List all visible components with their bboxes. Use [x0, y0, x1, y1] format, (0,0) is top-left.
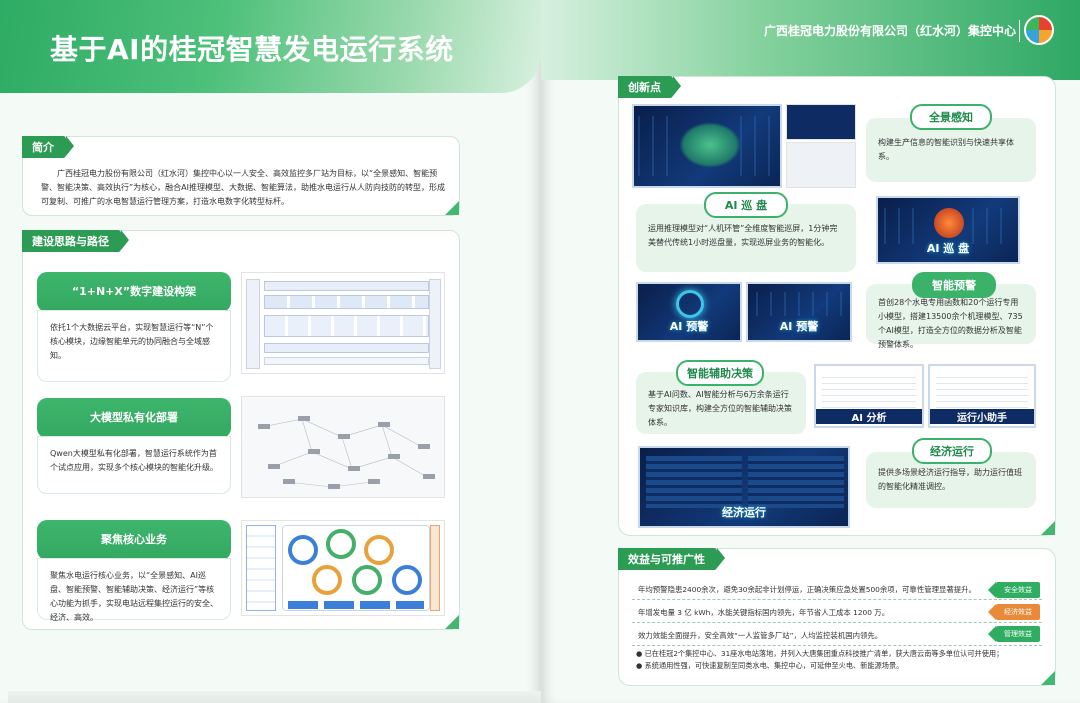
- page-title: 基于AI的桂冠智慧发电运行系统: [50, 33, 454, 66]
- benefit-row: 效力效能全面提升，安全高效“一人监管多厂站”，人均监控装机国内领先。: [632, 626, 1042, 646]
- benefits-heading: 效益与可推广性: [618, 548, 725, 570]
- path-card-title: 大模型私有化部署: [37, 398, 231, 438]
- intro-text: 广西桂冠电力股份有限公司（红水河）集控中心以一人安全、高效监控多厂站为目标，以“…: [41, 169, 445, 206]
- screen-label: AI 预警: [669, 320, 709, 333]
- innovation-desc: 首创28个水电专用函数和20个运行专用小模型，搭建13500余个机理模型、735…: [866, 284, 1036, 349]
- intro-heading: 简介: [22, 136, 74, 158]
- path-card-text: 聚焦水电运行核心业务，以“全景感知、AI巡盘、智能预警、智能辅助决策、经济运行”…: [37, 558, 231, 622]
- header-band: [0, 0, 541, 93]
- innovation-pill: 智能预警: [912, 272, 996, 298]
- benefit-bullets: ● 已在桂冠2个集控中心、31座水电站落地，并列入大唐集团重点科技推广清单，获大…: [636, 648, 1036, 672]
- benefit-tag: 经济效益: [988, 604, 1040, 620]
- path-heading: 建设思路与路径: [22, 230, 129, 252]
- header-band-right: [541, 0, 1080, 80]
- ai-analysis-screen: AI 分析: [814, 364, 924, 428]
- innovation-desc: 提供多场景经济运行指导，助力运行值班的智能化精准调控。: [866, 452, 1036, 508]
- path-card-text: Qwen大模型私有化部署，智慧运行系统作为首个试点应用，实现多个核心模块的智能化…: [37, 436, 231, 494]
- benefits-panel: [618, 548, 1056, 686]
- path-card-title: 聚焦核心业务: [37, 520, 231, 560]
- bullet-item: ● 系统通用性强，可快速复制至同类水电、集控中心，可延伸至火电、新能源场景。: [636, 661, 904, 670]
- assistant-screen: 运行小助手: [928, 364, 1036, 428]
- innovation-pill: 全景感知: [910, 104, 992, 130]
- bullet-item: ● 已在桂冠2个集控中心、31座水电站落地，并列入大唐集团重点科技推广清单，获大…: [636, 649, 1004, 658]
- path-card-title: “1+N+X”数字建设构架: [37, 272, 231, 312]
- economic-screen: 经济运行: [638, 446, 850, 528]
- intro-panel: 广西桂冠电力股份有限公司（红水河）集控中心以一人安全、高效监控多厂站为目标，以“…: [22, 136, 460, 216]
- innovation-pill: 智能辅助决策: [676, 360, 764, 386]
- screen-label: 经济运行: [722, 506, 766, 519]
- model-deployment-graph: [241, 396, 445, 498]
- innovation-pill: AI 巡 盘: [704, 192, 788, 218]
- screen-label: AI 预警: [779, 320, 819, 333]
- screen-label: 运行小助手: [930, 409, 1034, 424]
- screen-label: AI 巡 盘: [926, 242, 970, 255]
- innovation-heading: 创新点: [618, 76, 681, 98]
- benefit-tag: 安全效益: [988, 582, 1040, 598]
- org-name: 广西桂冠电力股份有限公司（红水河）集控中心: [763, 24, 1016, 38]
- ai-patrol-screen: AI 巡 盘: [876, 196, 1020, 264]
- architecture-diagram: [241, 272, 445, 374]
- company-logo: [1024, 15, 1054, 45]
- panorama-dashboard: [632, 104, 782, 188]
- ai-alert-screen: AI 预警: [746, 282, 852, 342]
- benefit-row: 年增发电量 3 亿 kWh，水能关键指标国内领先，年节省人工成本 1200 万。: [632, 603, 1042, 623]
- ai-alert-screen: AI 预警: [636, 282, 742, 342]
- screen-label: AI 分析: [816, 409, 922, 424]
- benefit-tag: 管理效益: [988, 626, 1040, 642]
- path-card-text: 依托1个大数据云平台，实现智慧运行等“N”个核心模块，边缘智能单元的协同融合与全…: [37, 310, 231, 382]
- innovation-pill: 经济运行: [912, 438, 992, 464]
- left-page: 基于AI的桂冠智慧发电运行系统 广西桂冠电力股份有限公司（红水河）集控中心以一人…: [0, 0, 541, 703]
- benefit-row: 年均预警隐患2400余次，避免30余起非计划停运，正确决策应急处置500余项，可…: [632, 580, 1042, 600]
- core-business-diagram: [241, 520, 445, 616]
